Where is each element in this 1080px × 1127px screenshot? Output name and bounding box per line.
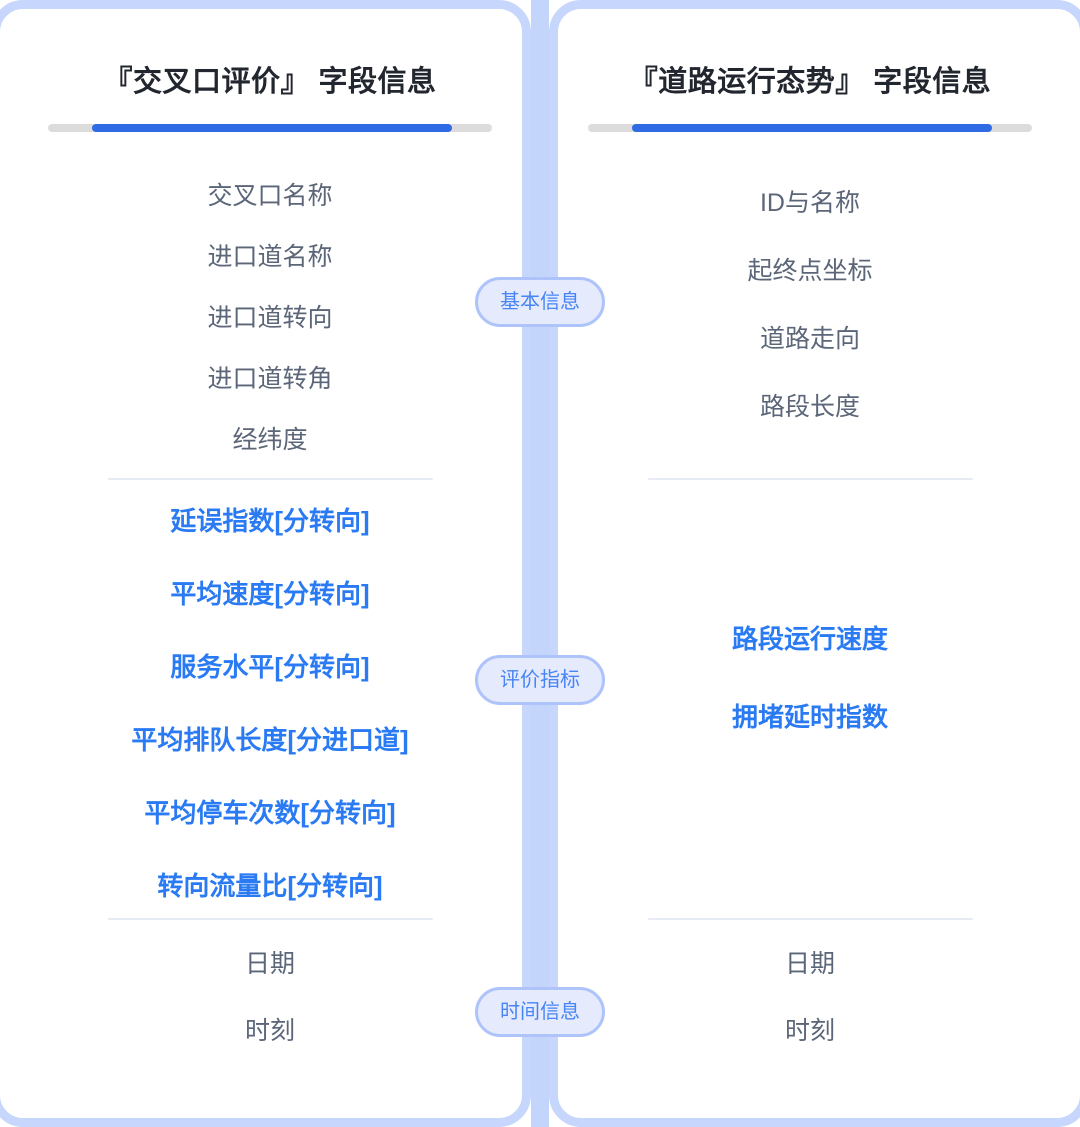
- center-label-time-info: 时间信息: [475, 987, 605, 1037]
- right-time-group: 日期 时刻: [540, 952, 1080, 1086]
- field-item: 时刻: [784, 1017, 835, 1045]
- right-panel-title: 『道路运行态势』 字段信息: [628, 66, 992, 98]
- left-card: [0, 0, 531, 1127]
- left-panel-title: 『交叉口评价』 字段信息: [103, 66, 437, 98]
- metric-item: 延误指数[分转向]: [170, 506, 370, 536]
- left-title-rule: [48, 124, 492, 132]
- left-time-group: 日期 时刻: [0, 952, 540, 1086]
- metric-item: 平均停车次数[分转向]: [144, 798, 396, 828]
- right-divider-basic-metrics: [648, 478, 973, 480]
- metric-item: 转向流量比[分转向]: [157, 871, 383, 901]
- left-basic-group: 交叉口名称 进口道名称 进口道转向 进口道转角 经纬度: [0, 184, 540, 489]
- left-divider-metrics-time: [108, 918, 433, 920]
- metric-item: 拥堵延时指数: [731, 702, 888, 732]
- right-title-rule: [588, 124, 1032, 132]
- metric-item: 服务水平[分转向]: [170, 652, 370, 682]
- field-item: 经纬度: [232, 426, 308, 454]
- field-item: 时刻: [244, 1017, 295, 1045]
- center-label-basic-info: 基本信息: [475, 277, 605, 327]
- right-divider-metrics-time: [648, 918, 973, 920]
- field-item: 进口道转角: [207, 365, 333, 393]
- field-item: 日期: [784, 950, 835, 978]
- field-item: ID与名称: [759, 189, 860, 217]
- field-item: 交叉口名称: [207, 182, 333, 210]
- center-spine: [531, 0, 549, 1127]
- field-item: 路段长度: [759, 393, 860, 421]
- metric-item: 平均排队长度[分进口道]: [131, 725, 409, 755]
- field-item: 起终点坐标: [747, 257, 873, 285]
- left-title-rule-fill: [92, 124, 452, 132]
- right-metrics-group: 路段运行速度 拥堵延时指数: [540, 626, 1080, 782]
- field-item: 进口道转向: [207, 304, 333, 332]
- metric-item: 路段运行速度: [731, 624, 888, 654]
- left-divider-basic-metrics: [108, 478, 433, 480]
- field-item: 道路走向: [759, 325, 860, 353]
- left-panel: 『交叉口评价』 字段信息 交叉口名称 进口道名称 进口道转向 进口道转角 经纬度…: [0, 66, 540, 1086]
- right-title-rule-fill: [632, 124, 992, 132]
- center-label-evaluation-metrics: 评价指标: [475, 655, 605, 705]
- right-card: [549, 0, 1080, 1127]
- right-basic-group: ID与名称 起终点坐标 道路走向 路段长度: [540, 191, 1080, 463]
- right-panel: 『道路运行态势』 字段信息 ID与名称 起终点坐标 道路走向 路段长度 路段运行…: [540, 0, 1080, 1127]
- left-metrics-group: 延误指数[分转向] 平均速度[分转向] 服务水平[分转向] 平均排队长度[分进口…: [0, 508, 540, 946]
- field-item: 日期: [244, 950, 295, 978]
- field-item: 进口道名称: [207, 243, 333, 271]
- metric-item: 平均速度[分转向]: [170, 579, 370, 609]
